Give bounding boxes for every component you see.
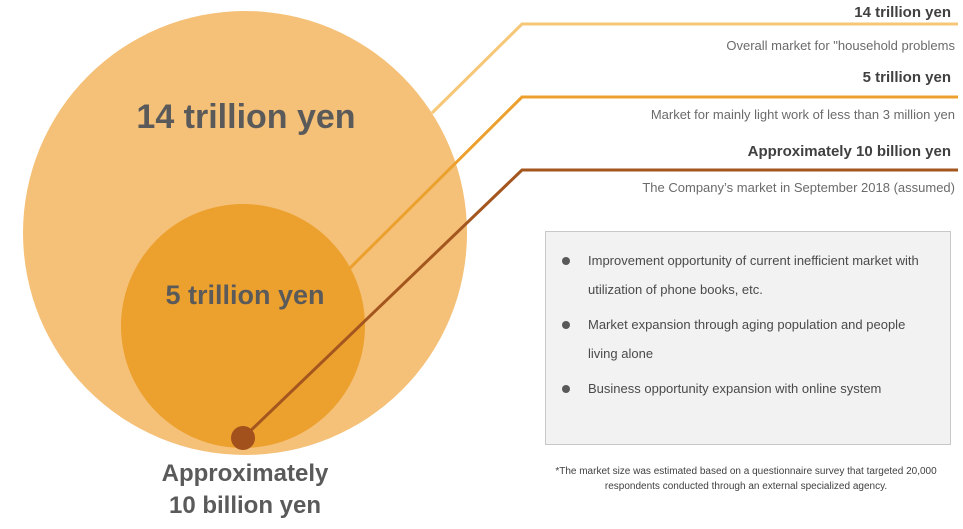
bullet-dot-icon (562, 385, 570, 393)
leader-line-overall (430, 22, 958, 115)
list-item: Market expansion through aging populatio… (562, 310, 938, 368)
callout-company-description: The Company’s market in September 2018 (… (642, 180, 955, 195)
opportunity-bullet-box: Improvement opportunity of current ineff… (545, 231, 951, 445)
footnote: *The market size was estimated based on … (555, 466, 937, 492)
company-market-label: Approximately 10 billion yen (120, 458, 370, 522)
list-item-text: Improvement opportunity of current ineff… (588, 253, 919, 297)
list-item-text: Market expansion through aging populatio… (588, 317, 906, 361)
list-item-text: Business opportunity expansion with onli… (588, 381, 882, 396)
company-market-dot (231, 426, 255, 450)
company-market-label-line1: Approximately (161, 460, 329, 487)
callout-light-work-title: 5 trillion yen (862, 69, 951, 86)
callout-company-title: Approximately 10 billion yen (747, 143, 951, 160)
light-work-market-label: 5 trillion yen (165, 280, 325, 310)
list-item: Improvement opportunity of current ineff… (562, 246, 938, 304)
bullet-dot-icon (562, 257, 570, 265)
callout-overall-title: 14 trillion yen (854, 4, 951, 21)
list-item: Business opportunity expansion with onli… (562, 374, 938, 403)
leader-line-light-work (346, 95, 958, 272)
light-work-market-circle (121, 204, 365, 448)
leader-line-company (241, 168, 958, 440)
opportunity-list: Improvement opportunity of current ineff… (546, 232, 950, 403)
overall-market-label: 14 trillion yen (136, 98, 356, 136)
bullet-dot-icon (562, 321, 570, 329)
callout-overall-description: Overall market for "household problems (726, 38, 955, 53)
company-market-label-line2: 10 billion yen (168, 492, 322, 519)
callout-light-work-description: Market for mainly light work of less tha… (650, 107, 955, 122)
